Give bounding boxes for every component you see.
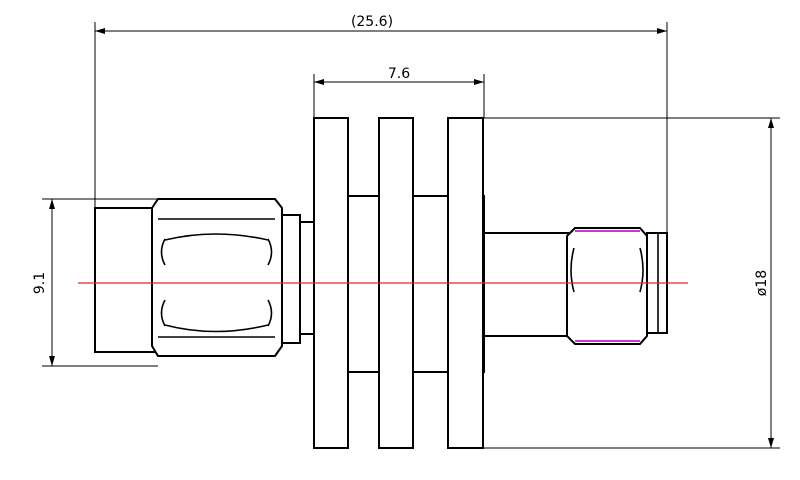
right-shaft [483, 232, 569, 337]
overall-length-dimension: (25.6) [94, 14, 668, 233]
left-neck [299, 221, 315, 335]
right-hex-nut [566, 227, 648, 345]
fin-diameter-dimension: ø18 [483, 117, 780, 449]
left-body [94, 207, 158, 353]
hex-height-dimension: 9.1 [32, 198, 158, 367]
hex-height-label: 9.1 [32, 272, 48, 294]
left-hex-nut [151, 198, 283, 357]
fin-span-label: 7.6 [388, 66, 410, 82]
fin-diameter-label: ø18 [754, 270, 770, 296]
fin-span-dimension: 7.6 [313, 66, 485, 118]
left-collar [281, 214, 301, 344]
overall-length-label: (25.6) [351, 14, 393, 30]
